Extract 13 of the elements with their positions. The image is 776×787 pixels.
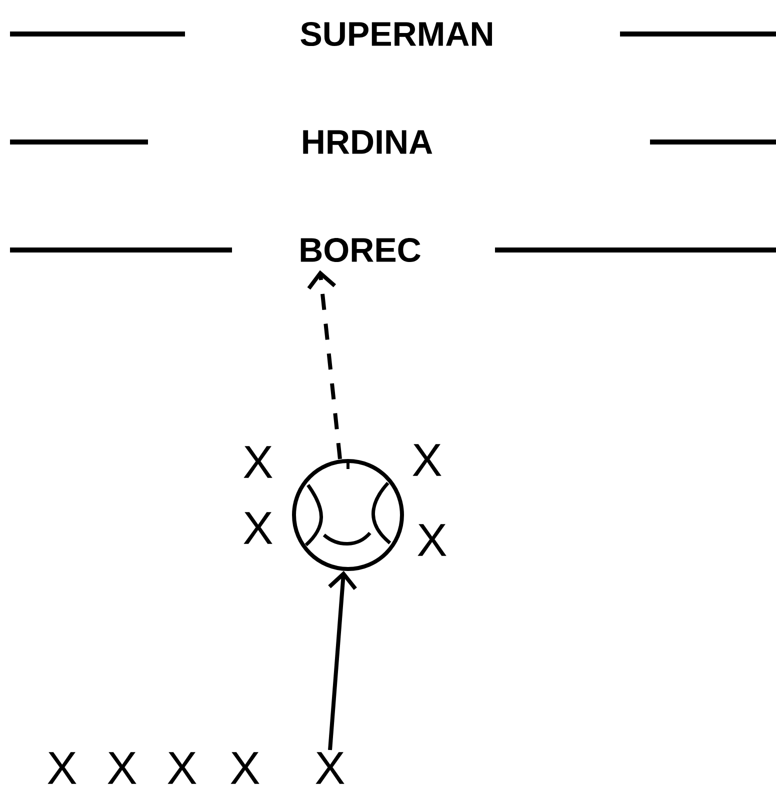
level-title: SUPERMAN (300, 22, 492, 46)
level-title: HRDINA (303, 130, 432, 154)
ball-drawing (292, 459, 404, 571)
player-mark: X (168, 752, 196, 784)
player-mark: X (316, 752, 344, 784)
arrow (307, 270, 342, 460)
level-title: BOREC (300, 238, 420, 262)
player-mark: X (244, 446, 272, 478)
player-mark: X (230, 752, 260, 784)
player-mark: X (108, 752, 136, 784)
player-mark: X (412, 444, 442, 476)
arrow (328, 570, 357, 750)
player-mark: X (48, 752, 76, 784)
